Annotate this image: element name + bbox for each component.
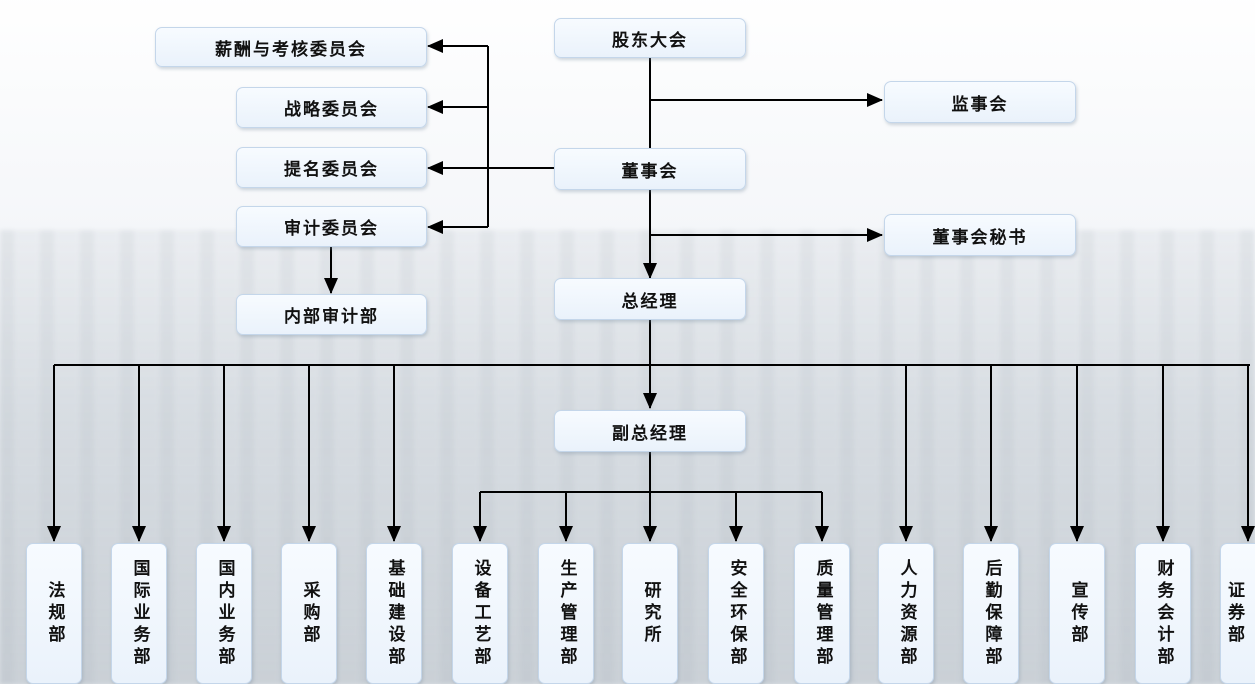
dept-label: 法规部: [44, 580, 65, 647]
dept-label: 宣传部: [1067, 580, 1088, 647]
dept-infrastructure[interactable]: 基础建设部: [366, 543, 422, 684]
deputy-general-manager-box[interactable]: 副总经理: [554, 410, 746, 452]
supervisors-box[interactable]: 监事会: [884, 81, 1076, 123]
board-box[interactable]: 董事会: [554, 148, 746, 190]
dept-quality-management[interactable]: 质量管理部: [794, 543, 850, 684]
board-secretary-box[interactable]: 董事会秘书: [884, 214, 1076, 256]
dept-securities[interactable]: 证券部: [1220, 543, 1255, 684]
dept-label: 后勤保障部: [981, 558, 1002, 669]
dept-label: 财务会计部: [1153, 558, 1174, 669]
dept-procurement[interactable]: 采购部: [281, 543, 337, 684]
dept-label: 证券部: [1224, 580, 1244, 647]
dept-label: 生产管理部: [556, 558, 577, 669]
compensation-committee-box[interactable]: 薪酬与考核委员会: [155, 27, 427, 67]
general-manager-box[interactable]: 总经理: [554, 278, 746, 320]
dept-label: 国际业务部: [129, 558, 150, 669]
dept-domestic-business[interactable]: 国内业务部: [196, 543, 252, 684]
dept-label: 采购部: [299, 580, 320, 647]
dept-label: 国内业务部: [214, 558, 235, 669]
dept-label: 基础建设部: [384, 558, 405, 669]
dept-label: 安全环保部: [726, 558, 747, 669]
nomination-committee-box[interactable]: 提名委员会: [236, 147, 427, 188]
dept-human-resources[interactable]: 人力资源部: [878, 543, 934, 684]
dept-label: 人力资源部: [896, 558, 917, 669]
dept-international-business[interactable]: 国际业务部: [111, 543, 167, 684]
dept-production-management[interactable]: 生产管理部: [538, 543, 594, 684]
dept-legal[interactable]: 法规部: [26, 543, 82, 684]
dept-finance-accounting[interactable]: 财务会计部: [1135, 543, 1191, 684]
dept-equipment-process[interactable]: 设备工艺部: [452, 543, 508, 684]
dept-safety-environment[interactable]: 安全环保部: [708, 543, 764, 684]
dept-label: 质量管理部: [812, 558, 833, 669]
dept-label: 研究所: [640, 580, 661, 647]
audit-committee-box[interactable]: 审计委员会: [236, 206, 427, 247]
dept-publicity[interactable]: 宣传部: [1049, 543, 1105, 684]
internal-audit-box[interactable]: 内部审计部: [236, 294, 427, 335]
strategy-committee-box[interactable]: 战略委员会: [236, 87, 427, 128]
shareholders-meeting-box[interactable]: 股东大会: [554, 18, 746, 58]
dept-research-institute[interactable]: 研究所: [622, 543, 678, 684]
dept-label: 设备工艺部: [470, 558, 491, 669]
dept-logistics-support[interactable]: 后勤保障部: [963, 543, 1019, 684]
